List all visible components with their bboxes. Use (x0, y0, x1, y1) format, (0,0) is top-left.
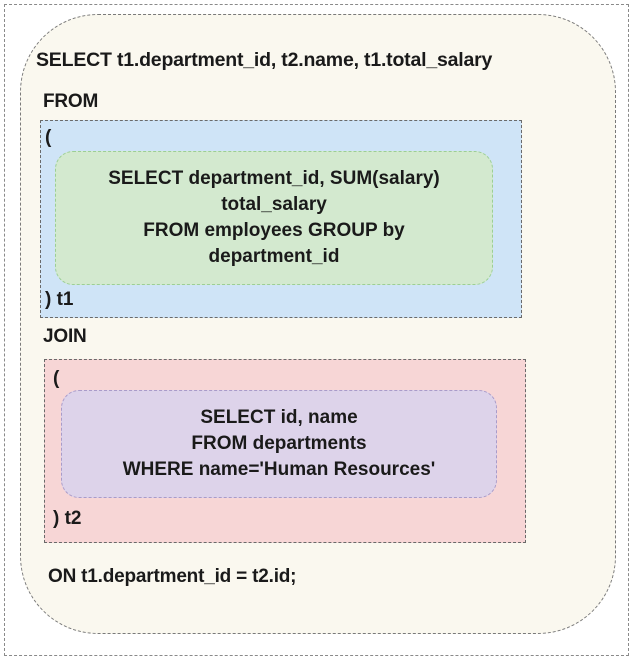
t2-inner-query: SELECT id, name FROM departments WHERE n… (61, 390, 497, 498)
t1-line: total_salary (221, 194, 327, 215)
t1-line: FROM employees GROUP by (143, 220, 405, 241)
t1-open-paren: ( (45, 127, 52, 148)
t2-close-alias: ) t2 (53, 508, 82, 529)
t2-line: FROM departments (191, 433, 367, 454)
on-clause: ON t1.department_id = t2.id; (48, 566, 297, 587)
from-keyword: FROM (43, 91, 99, 112)
t2-line: WHERE name='Human Resources' (122, 459, 436, 480)
t1-line: SELECT department_id, SUM(salary) (108, 168, 440, 189)
t2-open-paren: ( (53, 368, 60, 389)
join-keyword: JOIN (43, 326, 87, 347)
subquery-t1-box: ( SELECT department_id, SUM(salary) tota… (40, 120, 522, 318)
t1-close-alias: ) t1 (45, 289, 74, 310)
t1-inner-query: SELECT department_id, SUM(salary) total_… (55, 151, 493, 285)
t1-line: department_id (208, 246, 340, 267)
subquery-t2-box: ( SELECT id, name FROM departments WHERE… (44, 359, 526, 543)
t2-line: SELECT id, name (200, 407, 358, 428)
select-clause: SELECT t1.department_id, t2.name, t1.tot… (36, 49, 493, 71)
